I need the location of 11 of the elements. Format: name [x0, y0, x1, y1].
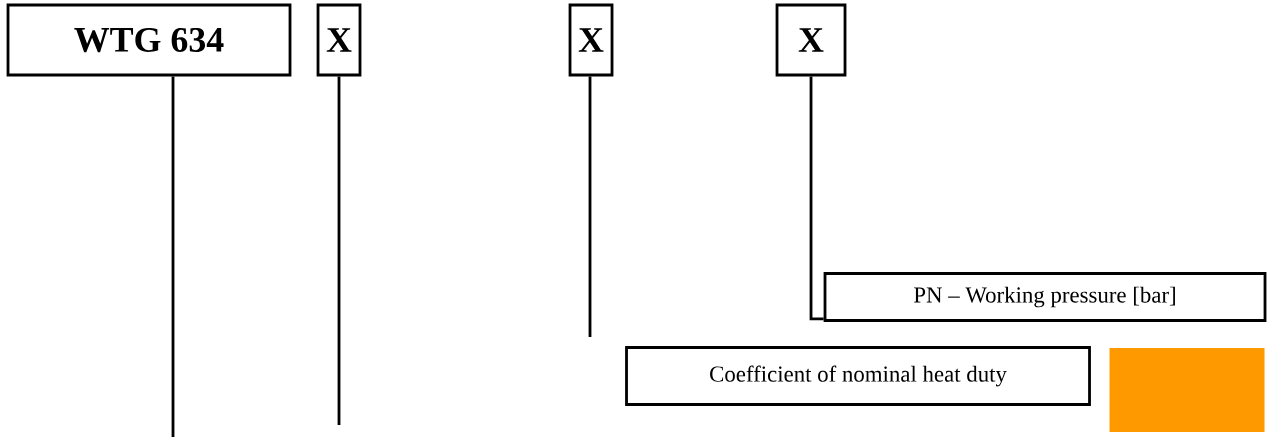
description-box: PN – Working pressure [bar]: [823, 272, 1267, 322]
code-box: X: [568, 3, 614, 77]
description-box: Coefficient of nominal heat duty: [625, 346, 1091, 406]
code-box: X: [316, 3, 362, 77]
filled-box: [1109, 348, 1265, 432]
code-box: X: [775, 3, 847, 77]
connector-line: [809, 76, 824, 321]
leader-line: [337, 76, 341, 425]
code-box: WTG 634: [6, 3, 292, 77]
leader-line: [588, 76, 592, 337]
leader-line: [171, 76, 175, 437]
